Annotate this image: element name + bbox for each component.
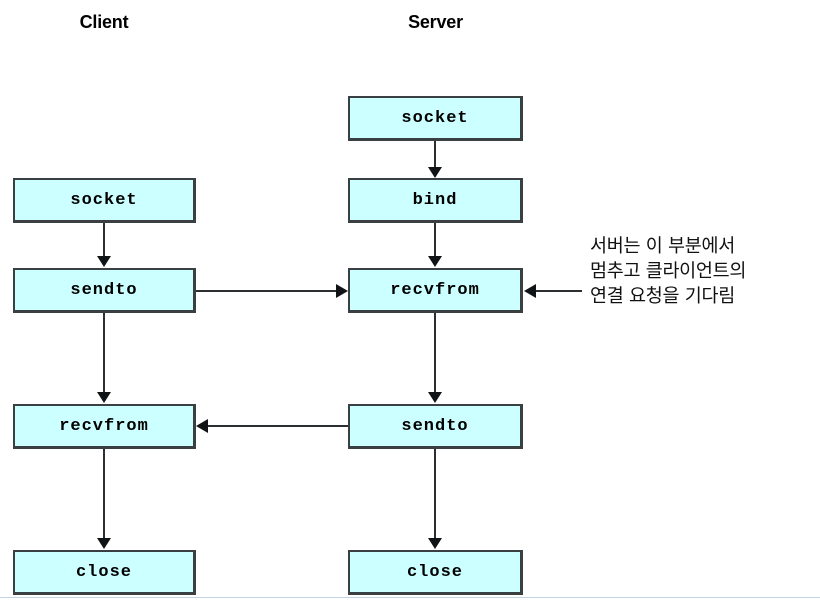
server-node-recvfrom[interactable]: recvfrom <box>348 268 523 313</box>
server-node-close[interactable]: close <box>348 550 523 595</box>
connector-server-bind-to-recvfrom <box>434 223 436 257</box>
server-node-bind[interactable]: bind <box>348 178 523 223</box>
arrowhead-server-recvfrom-inbound <box>336 284 348 298</box>
connector-server-recvfrom-to-sendto <box>434 313 436 393</box>
connector-server-socket-to-bind <box>434 141 436 169</box>
server-node-socket[interactable]: socket <box>348 96 523 141</box>
arrowhead-server-recvfrom <box>428 256 442 267</box>
connector-client-sendto-to-recvfrom <box>103 313 105 393</box>
client-node-recvfrom[interactable]: recvfrom <box>13 404 196 449</box>
arrowhead-client-recvfrom <box>97 392 111 403</box>
connector-server-sendto-to-close <box>434 449 436 539</box>
client-node-sendto[interactable]: sendto <box>13 268 196 313</box>
connector-client-recvfrom-to-close <box>103 449 105 539</box>
arrowhead-annotation-pointer <box>524 284 536 298</box>
arrowhead-server-sendto <box>428 392 442 403</box>
arrowhead-client-recvfrom-inbound <box>196 419 208 433</box>
arrowhead-server-close <box>428 538 442 549</box>
arrowhead-client-close <box>97 538 111 549</box>
arrowhead-server-bind <box>428 167 442 178</box>
connector-server-sendto-to-client-recvfrom <box>208 425 348 427</box>
page-bottom-rule <box>0 597 820 598</box>
connector-client-socket-to-sendto <box>103 223 105 257</box>
annotation-note: 서버는 이 부분에서 멈추고 클라이언트의 연결 요청을 기다림 <box>590 236 747 307</box>
column-header-server: Server <box>408 12 463 32</box>
client-node-socket[interactable]: socket <box>13 178 196 223</box>
arrowhead-client-sendto <box>97 256 111 267</box>
client-node-close[interactable]: close <box>13 550 196 595</box>
connector-client-sendto-to-server-recvfrom <box>196 290 338 292</box>
connector-annotation-to-server-recvfrom <box>536 290 582 292</box>
column-header-client: Client <box>79 12 129 32</box>
server-node-sendto[interactable]: sendto <box>348 404 523 449</box>
